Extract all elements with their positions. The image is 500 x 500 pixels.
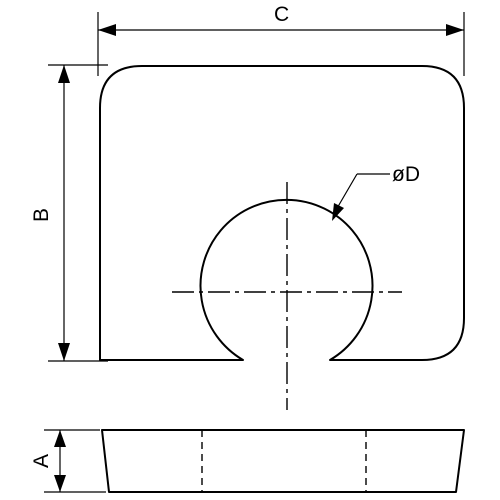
- width-arrow-right: [446, 24, 464, 36]
- thickness-dimension: A: [30, 429, 106, 493]
- side-profile-outline: [101, 429, 465, 493]
- thickness-arrow-bottom: [54, 475, 66, 492]
- thickness-arrow-top: [54, 430, 66, 447]
- diameter-leader-line-angled: [335, 173, 358, 211]
- diameter-leader-arrow: [332, 203, 344, 221]
- width-label: C: [274, 3, 289, 26]
- depth-dimension: B: [30, 64, 108, 362]
- width-dimension: C: [97, 3, 465, 76]
- plate-outline: [99, 65, 465, 361]
- diameter-label: øD: [392, 163, 420, 186]
- depth-arrow-top: [58, 65, 70, 83]
- thickness-label: A: [30, 454, 53, 468]
- width-arrow-left: [98, 24, 116, 36]
- top-view: øD: [99, 65, 465, 410]
- depth-arrow-bottom: [58, 343, 70, 361]
- depth-label: B: [30, 208, 53, 222]
- side-view: [101, 429, 465, 493]
